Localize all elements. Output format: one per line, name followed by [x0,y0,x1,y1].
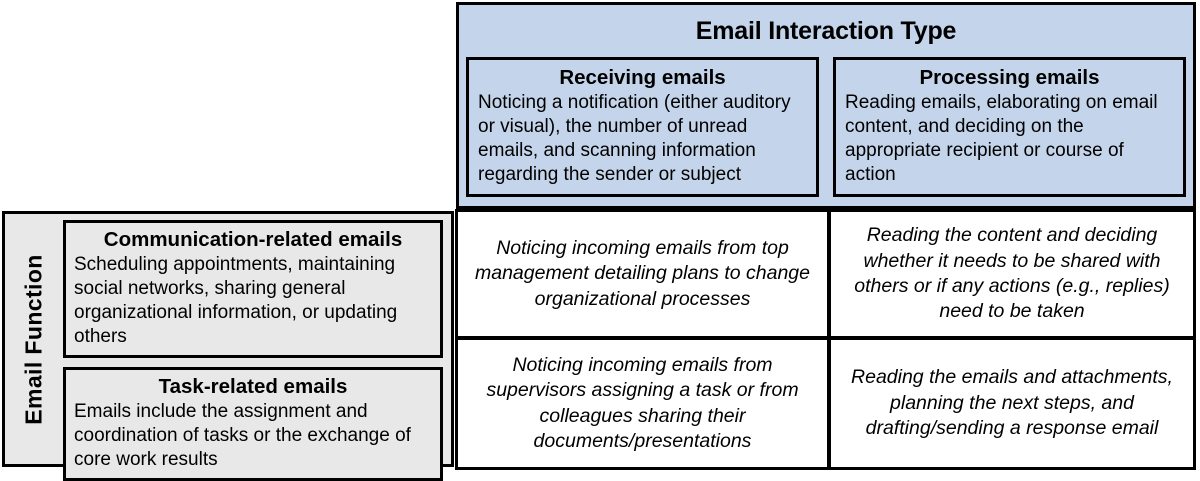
column-header-description: Noticing a notification (either auditory… [478,91,791,185]
column-header-receiving-emails: Receiving emails Noticing a notification… [466,56,819,198]
matrix-cell-task-receiving: Noticing incoming emails from supervisor… [455,337,830,470]
column-axis-header: Email Interaction Type Receiving emails … [456,2,1196,209]
row-header-group: Communication-related emails Scheduling … [63,214,451,481]
matrix-cell-communication-processing: Reading the content and deciding whether… [828,209,1196,339]
matrix-cell-text: Noticing incoming emails from supervisor… [486,353,799,452]
column-header-group: Receiving emails Noticing a notification… [459,56,1193,198]
matrix-cell-text: Reading the content and deciding whether… [854,224,1170,323]
row-axis-title-container: Email Function [5,214,63,464]
column-header-processing-emails: Processing emails Reading emails, elabor… [833,56,1186,198]
column-axis-title: Email Interaction Type [695,17,957,45]
row-header-description: Emails include the assignment and coordi… [74,401,411,470]
column-header-title: Receiving emails [559,65,726,89]
row-header-task-related-emails: Task-related emails Emails include the a… [63,366,443,481]
row-header-communication-related-emails: Communication-related emails Scheduling … [63,220,443,358]
row-header-title: Task-related emails [158,374,348,398]
row-axis-title: Email Function [20,253,47,425]
column-header-title: Processing emails [919,65,1100,89]
row-axis-header: Email Function Communication-related ema… [2,211,454,481]
matrix-cell-task-processing: Reading the emails and attachments, plan… [828,337,1196,470]
row-header-title: Communication-related emails [103,228,403,251]
row-header-description: Scheduling appointments, maintaining soc… [74,254,398,347]
column-header-description: Reading emails, elaborating on email con… [845,91,1158,185]
matrix-cell-text: Noticing incoming emails from top manage… [475,236,810,310]
matrix-cell-text: Reading the emails and attachments, plan… [851,366,1173,440]
matrix-cell-communication-receiving: Noticing incoming emails from top manage… [455,209,830,339]
